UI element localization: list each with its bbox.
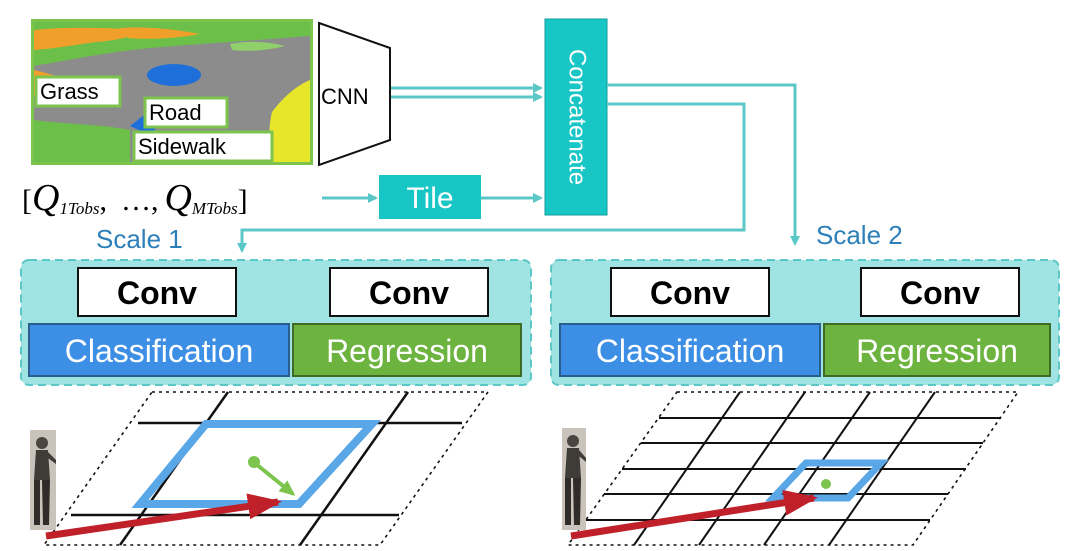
scale2-classification-label: Classification	[596, 333, 785, 369]
scale2-title: Scale 2	[816, 220, 903, 250]
tile-block: Tile	[379, 175, 481, 219]
scale1-conv-right-label: Conv	[369, 275, 449, 311]
scale2-grid	[566, 391, 1020, 546]
input-vector: [Q1Tobs,…,QMTobs]	[22, 177, 248, 219]
input-q1-sub: 1Tobs	[59, 199, 99, 218]
semantic-map: Grass Road Sidewalk	[31, 19, 313, 165]
concatenate-box	[544, 18, 608, 216]
input-sep1: ,	[99, 184, 107, 217]
input-dots: …,	[121, 184, 159, 217]
input-qm: Q	[164, 177, 191, 219]
cnn-label: CNN	[321, 84, 369, 109]
tile-box	[379, 175, 481, 219]
grass-label-box	[34, 75, 122, 108]
input-open-bracket: [	[22, 184, 32, 217]
scale1-offset-arrow	[254, 462, 296, 496]
pedestrian-icon	[30, 430, 56, 530]
pedestrian-icon	[562, 428, 586, 530]
concatenate-label: Concatenate	[564, 49, 591, 185]
tile-label: Tile	[406, 182, 453, 215]
grass-label: Grass	[40, 79, 99, 104]
scale1-anchor-box	[131, 420, 382, 508]
concat-to-scale2-arrow	[607, 83, 800, 246]
scale1-conv-left-label: Conv	[117, 275, 197, 311]
input-vector-text: [Q1Tobs,…,QMTobs]	[22, 177, 248, 219]
scale1-panel: Conv Conv Classification Regression	[20, 259, 532, 386]
scale2-classification-box	[559, 323, 821, 377]
scale1-regression-box	[292, 323, 522, 377]
scale2-grid-line	[698, 391, 806, 546]
scale1-conv-right-box	[329, 267, 489, 317]
cnn-trapezoid	[318, 21, 391, 167]
sidewalk-label: Sidewalk	[138, 134, 227, 159]
scale2-grid-line	[633, 391, 741, 546]
scale1-classification-label: Classification	[65, 333, 254, 369]
scale1-classification-box	[28, 323, 290, 377]
scale2-conv-left-label: Conv	[650, 275, 730, 311]
scale2-offset-dot	[821, 479, 831, 489]
scale1-title: Scale 1	[96, 224, 183, 254]
road-label: Road	[149, 100, 202, 125]
scale2-trajectory-arrow	[570, 489, 818, 540]
input-close-bracket: ]	[238, 184, 248, 217]
scale2-panel: Conv Conv Classification Regression	[550, 259, 1060, 386]
scale1-grid	[42, 391, 490, 546]
scale2-grid-outline	[566, 391, 1020, 546]
scale1-grid-line	[298, 391, 410, 546]
scale1-offset-origin	[248, 456, 260, 468]
input-q1: Q	[32, 177, 59, 219]
sidewalk-label-box	[132, 130, 274, 163]
scale1-regression-label: Regression	[326, 333, 488, 369]
scale2-grid-line	[763, 391, 871, 546]
scale2-conv-right-box	[860, 267, 1020, 317]
scale1-conv-left-box	[77, 267, 237, 317]
cnn-block: CNN	[318, 21, 391, 167]
scale2-conv-right-label: Conv	[900, 275, 980, 311]
scale1-trajectory-arrow	[45, 493, 282, 540]
input-qm-sub: MTobs	[191, 199, 238, 218]
scale2-regression-label: Regression	[856, 333, 1018, 369]
scale2-grid-line	[828, 391, 936, 546]
scale1-grid-outline	[42, 391, 490, 546]
concat-to-scale1-arrow	[237, 102, 746, 253]
scale2-anchor-box	[764, 459, 890, 502]
scale2-regression-box	[823, 323, 1051, 377]
road-label-box	[143, 96, 229, 129]
scale2-conv-left-box	[610, 267, 770, 317]
map-image	[34, 22, 310, 162]
concatenate-block: Concatenate	[544, 18, 608, 216]
